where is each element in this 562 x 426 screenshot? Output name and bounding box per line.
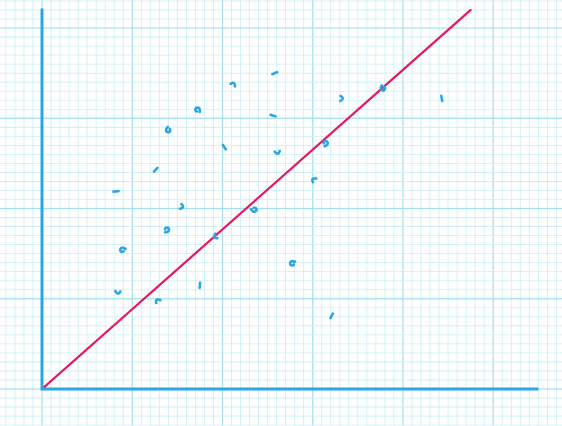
- data-point: [178, 202, 185, 211]
- data-point: [229, 81, 237, 88]
- data-point: [269, 113, 277, 118]
- data-point: [163, 226, 171, 234]
- data-point: [164, 125, 172, 134]
- trend-line: [40, 8, 472, 391]
- trend-line-group: [40, 8, 472, 391]
- data-point: [288, 259, 297, 267]
- data-point: [112, 189, 120, 194]
- data-point: [198, 281, 202, 290]
- data-point: [273, 149, 281, 155]
- data-point: [311, 177, 318, 184]
- data-point: [379, 84, 387, 92]
- data-point: [194, 106, 202, 114]
- data-point: [249, 206, 258, 214]
- data-point: [114, 289, 122, 295]
- data-point: [322, 139, 330, 148]
- data-point: [271, 70, 279, 76]
- data-point: [221, 143, 228, 151]
- data-point: [439, 94, 444, 103]
- data-point: [118, 246, 127, 254]
- data-point: [212, 232, 219, 240]
- axes: [40, 8, 539, 391]
- data-points: [112, 70, 444, 320]
- data-point: [152, 166, 159, 173]
- data-point: [329, 312, 335, 320]
- data-point: [154, 298, 162, 305]
- data-point: [338, 94, 344, 103]
